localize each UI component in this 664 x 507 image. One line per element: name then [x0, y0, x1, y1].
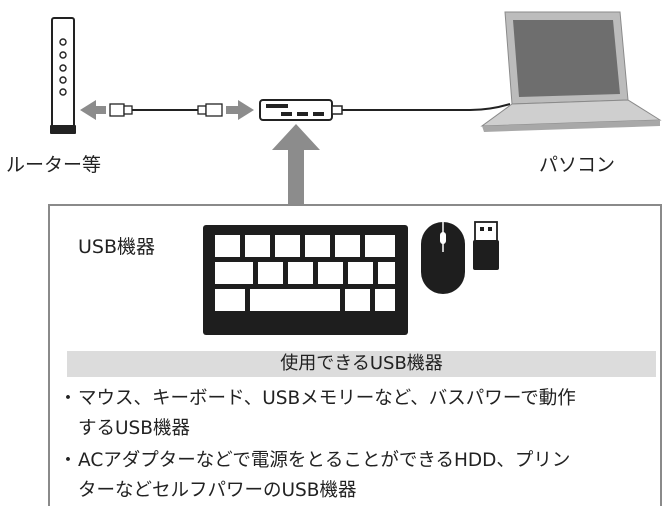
bullet: ・	[58, 388, 78, 409]
usb-devices-panel	[48, 204, 662, 506]
up-arrow	[272, 124, 320, 204]
pc-label: パソコン	[539, 154, 616, 176]
lan-cable	[80, 100, 254, 120]
list-item-line: ターなどセルフパワーのUSB機器	[78, 480, 357, 501]
mouse-icon	[421, 222, 465, 294]
usb-devices-title: USB機器	[78, 236, 156, 258]
usable-devices-header: 使用できるUSB機器	[67, 351, 656, 377]
list-item: ・マウス、キーボード、USBメモリーなど、バスパワーで動作 するUSB機器	[58, 384, 576, 444]
laptop-icon	[480, 11, 662, 132]
usb-hub-icon	[259, 99, 511, 121]
list-item-line: マウス、キーボード、USBメモリーなど、バスパワーで動作	[78, 388, 576, 409]
bullet: ・	[58, 450, 78, 471]
router-label: ルーター等	[6, 154, 102, 176]
list-item-line: ACアダプターなどで電源をとることができるHDD、プリン	[78, 450, 571, 471]
usb-memory-icon	[473, 221, 499, 270]
router-icon	[50, 17, 76, 134]
list-item: ・ACアダプターなどで電源をとることができるHDD、プリン ターなどセルフパワー…	[58, 446, 571, 506]
keyboard-icon	[203, 225, 408, 335]
list-item-line: するUSB機器	[78, 418, 190, 439]
